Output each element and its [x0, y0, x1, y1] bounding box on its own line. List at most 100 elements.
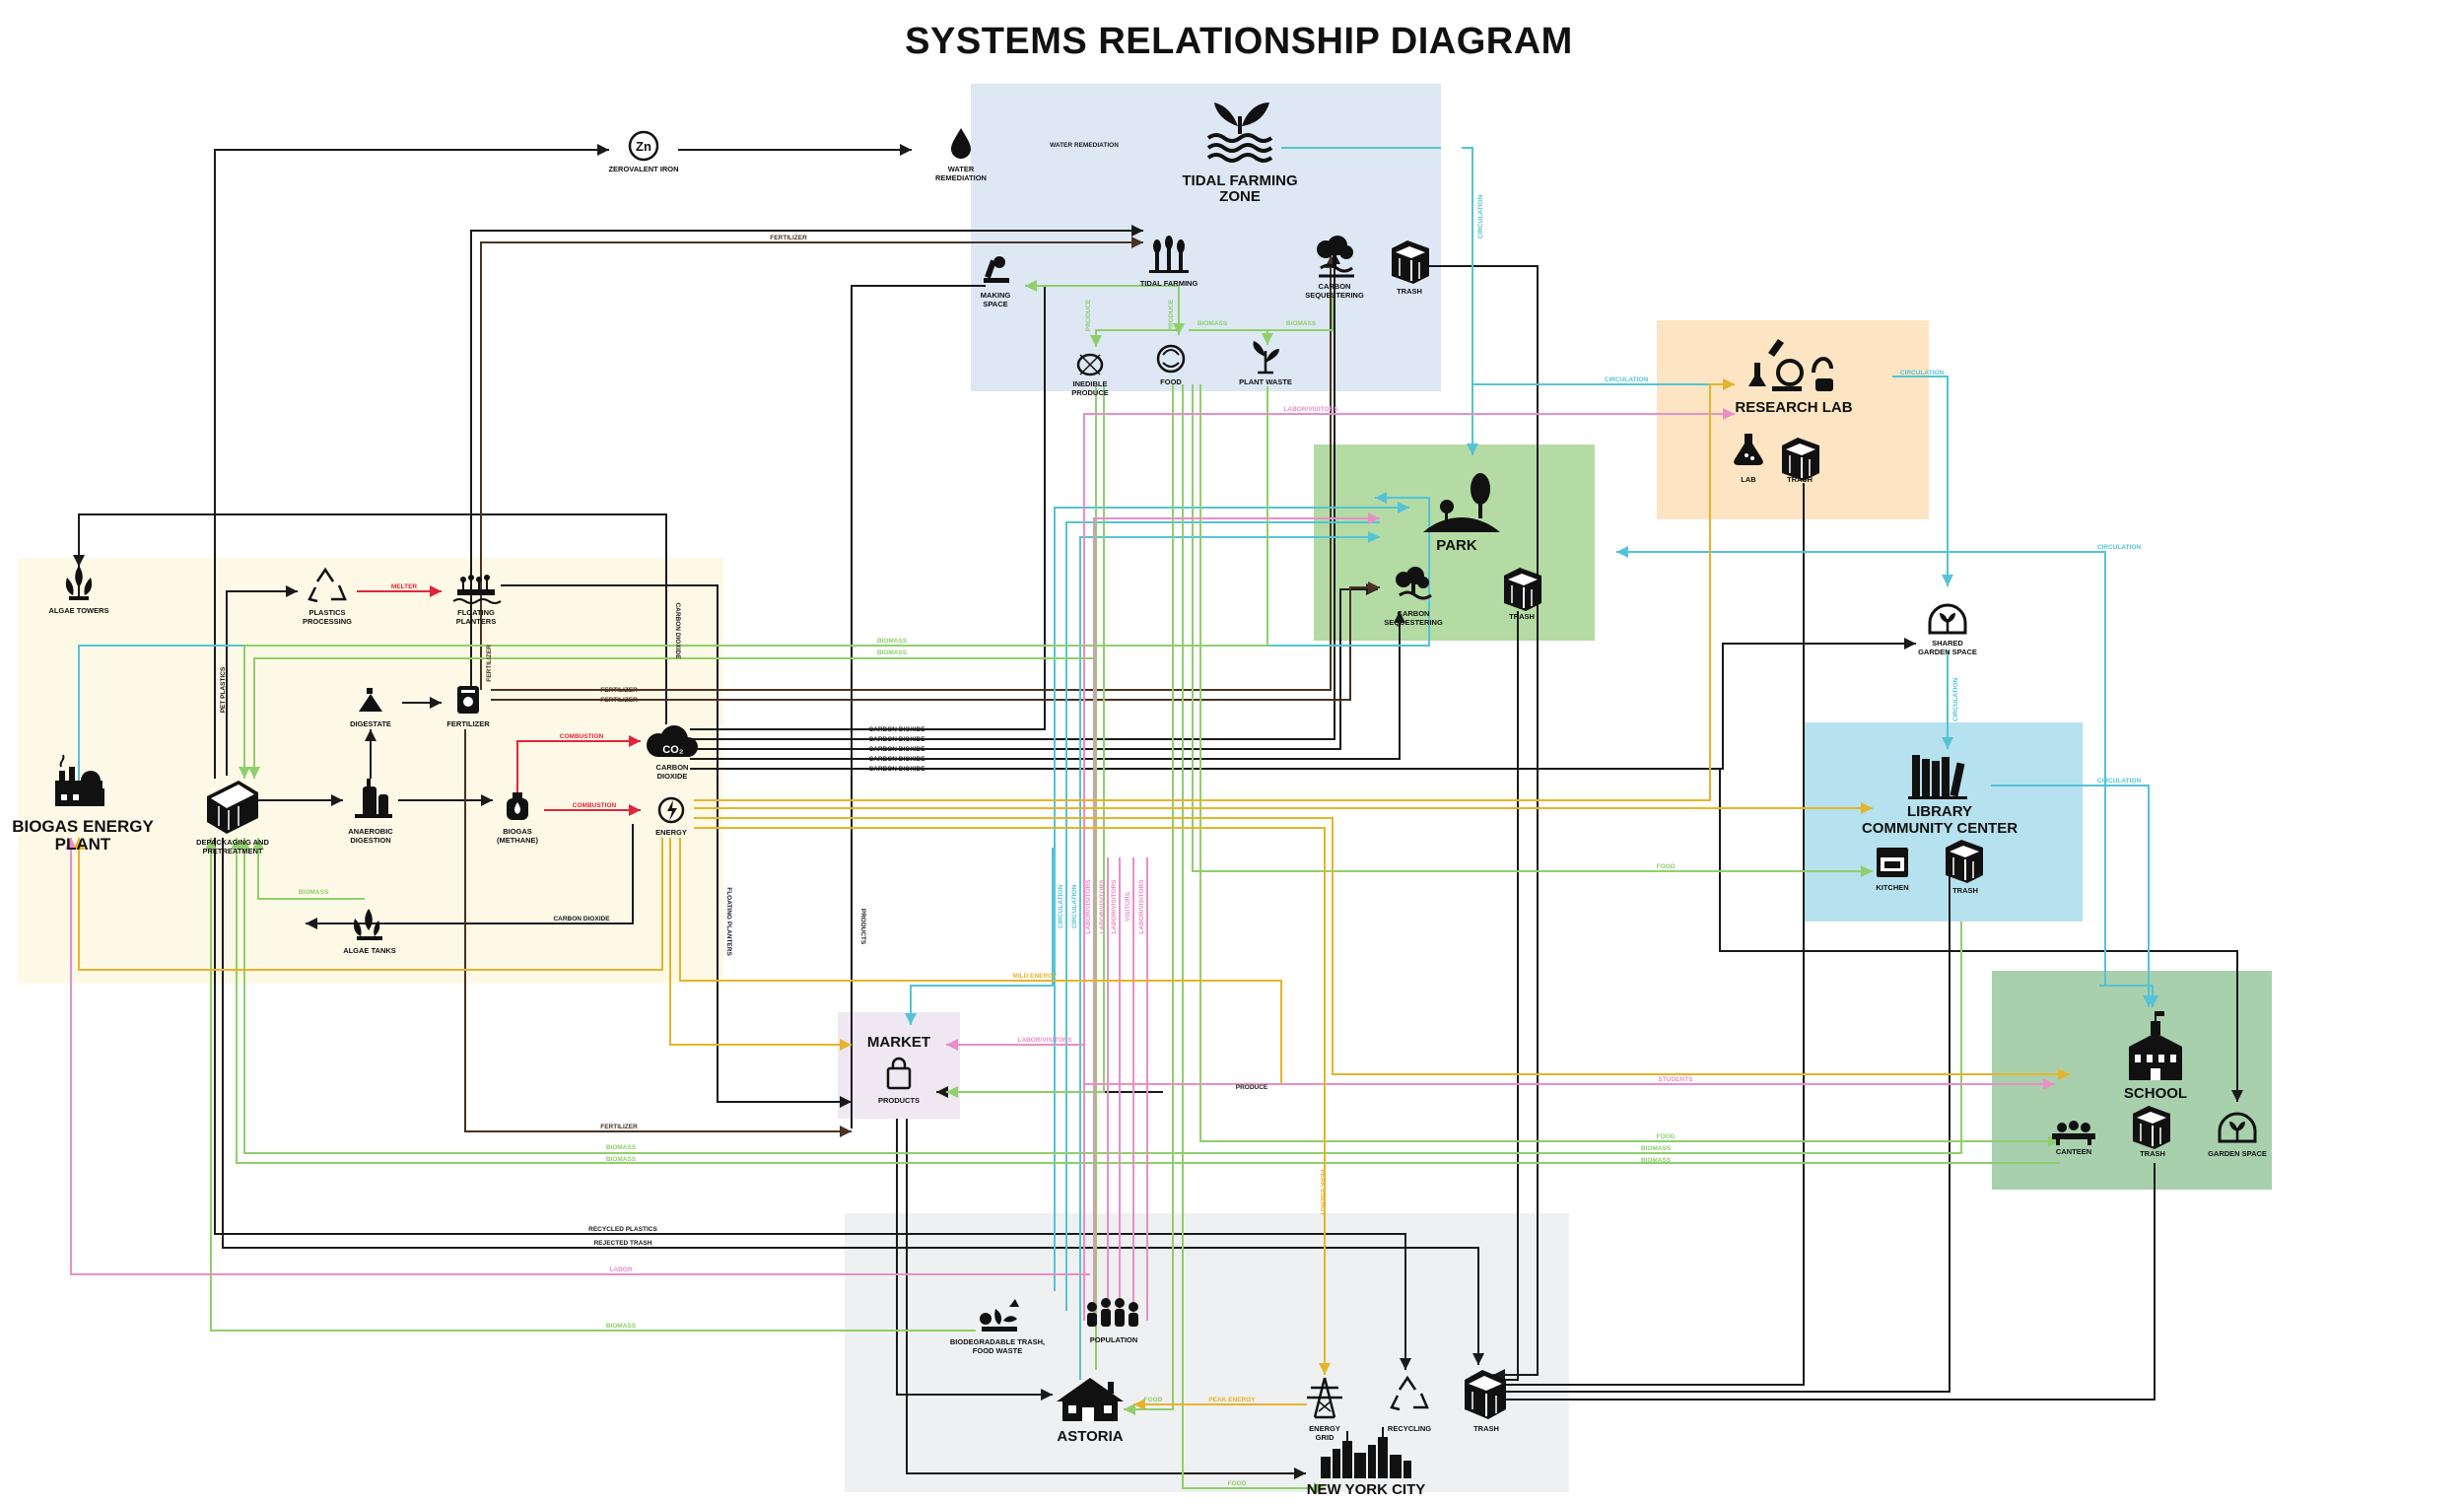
canteen-icon — [2052, 1121, 2095, 1145]
trash-bin-icon — [1465, 1370, 1506, 1419]
edge-label-products: PRODUCTS — [859, 909, 866, 945]
floating-planters-label-2: PLANTERS — [456, 617, 496, 626]
zone-library-bg — [1803, 722, 2083, 922]
flow-algae-tanks-biomass — [252, 838, 365, 900]
edge-label-circulation-v1: CIRCULATION — [1477, 195, 1484, 239]
flow-biomass-school — [231, 838, 2060, 1164]
flow-labor-research — [1083, 408, 1735, 1321]
recycle-icon — [1390, 1375, 1429, 1411]
edge-label-biomass-9: BIOMASS — [606, 1323, 637, 1330]
edge-label-circulation-v3: CIRCULATION — [1058, 885, 1064, 929]
edge-label-labor-visitors-2: LABOR/VISITORS — [1017, 1037, 1072, 1044]
garden-space-label: GARDEN SPACE — [2208, 1149, 2267, 1158]
trash-tidal-label: TRASH — [1397, 287, 1422, 296]
flow-planters-to-tidal — [470, 225, 1143, 690]
edge-label-produce-v2: PRODUCE — [1168, 299, 1175, 331]
flow-co2-to-carbon-seq-park — [690, 611, 1405, 760]
node-tidal-farming: TIDAL FARMING — [1140, 236, 1198, 288]
zn-icon — [628, 130, 659, 162]
edge-label-circulation-3: CIRCULATION — [2097, 544, 2142, 551]
edge-label-recycled-plastics: RECYCLED PLASTICS — [588, 1226, 657, 1233]
flow-circ-library-school — [1991, 785, 2155, 1007]
compost-icon — [980, 1299, 1019, 1332]
edge-label-biomass-2: BIOMASS — [1286, 320, 1317, 327]
edge-label-biomass-tanks: BIOMASS — [299, 889, 329, 896]
edge-label-melter: MELTER — [391, 583, 418, 590]
node-park: PARK — [1423, 473, 1500, 554]
making-space-label-2: SPACE — [983, 300, 1007, 308]
inedible-label-1: INEDIBLE — [1072, 379, 1107, 388]
flow-circ-tidal-park — [1462, 147, 1478, 455]
flow-food-to-kitchen — [1192, 384, 1873, 877]
flow-combustion-co2 — [516, 735, 641, 794]
zone-astoria-bg — [845, 1213, 1569, 1492]
flow-energy-market — [669, 838, 852, 1051]
zone-research-bg — [1657, 320, 1929, 519]
zn-icon-text: Zn — [636, 139, 651, 154]
node-energy: ENERGY — [655, 796, 687, 837]
flow-biomass-2 — [248, 657, 1096, 779]
co2-label-2: DIOXIDE — [657, 772, 688, 781]
node-recycling: RECYCLING — [1388, 1375, 1431, 1433]
market-title: MARKET — [867, 1034, 930, 1051]
edge-label-labor-v3: LABOR/VISITORS — [1111, 879, 1118, 934]
node-food-tidal: FOOD — [1156, 344, 1186, 386]
node-anaerobic: ANAEROBIC DIGESTION — [348, 779, 393, 845]
edge-label-biomass-5: BIOMASS — [606, 1144, 637, 1151]
node-trash-park: TRASH — [1504, 568, 1541, 621]
flow-rejected-trash — [222, 838, 1484, 1365]
anaerobic-label-2: DIGESTION — [350, 836, 390, 845]
park-title: PARK — [1436, 537, 1477, 554]
energy-grid-label-1: ENERGY — [1309, 1424, 1340, 1433]
flow-biomass-to-carbonseq — [1267, 296, 1334, 331]
greenhouse-icon — [1928, 603, 1967, 635]
crop-icon — [1149, 236, 1189, 273]
machine-icon — [207, 781, 258, 834]
flow-trash-school-to-astoria — [1493, 1163, 2156, 1405]
trash-research-label: TRASH — [1787, 475, 1813, 484]
node-trash-research: TRASH — [1782, 438, 1819, 484]
edge-labels: WATER REMEDIATION FERTILIZER FERTILIZER … — [220, 142, 2141, 1487]
flow-visitors-park — [1093, 512, 1380, 1321]
edge-label-peak-energy-v: PEAK ENERGY — [1319, 1169, 1326, 1216]
fertilizer-bag-icon — [457, 686, 479, 714]
planter-icon — [452, 575, 502, 604]
node-depackaging: DEPACKAGING AND PRETREATMENT — [196, 781, 269, 855]
stove-icon — [1877, 848, 1908, 877]
biogas-title-1: BIOGAS ENERGY — [12, 817, 154, 836]
node-carbon-seq-park: CARBON SEQUESTERING — [1384, 567, 1443, 627]
school-building-icon — [2129, 1011, 2182, 1080]
co2-badge: CO₂ — [662, 744, 684, 756]
flow-circ-astoria-park-1 — [1054, 502, 1409, 1291]
edge-label-biomass-4: BIOMASS — [877, 649, 908, 656]
nodes: Zn ZEROVALENT IRON WATER REMEDIATION TID… — [12, 102, 2267, 1498]
edge-label-visitors-v: VISITORS — [1125, 891, 1131, 922]
biogas-title-2: PLANT — [55, 835, 111, 854]
biodegradable-label-1: BIODEGRADABLE TRASH, — [950, 1337, 1045, 1346]
flow-labor-biogas — [65, 838, 1090, 1275]
edge-label-labor: LABOR — [609, 1266, 632, 1273]
shared-garden-label-1: SHARED — [1932, 639, 1963, 648]
edge-label-food-canteen: FOOD — [1657, 1133, 1676, 1140]
flow-food-to-nyc — [1182, 384, 1326, 1494]
park-tree-icon — [1423, 473, 1500, 532]
kitchen-label: KITCHEN — [1876, 883, 1908, 892]
node-making-space: MAKING SPACE — [981, 256, 1010, 308]
flow-fertilizer-to-tidal — [480, 237, 1143, 690]
node-kitchen: KITCHEN — [1876, 848, 1909, 892]
tidal-farming-label: TIDAL FARMING — [1140, 279, 1198, 288]
edge-label-biomass-7: BIOMASS — [1641, 1145, 1672, 1152]
carbon-seq-park-label-1: CARBON — [1398, 609, 1430, 618]
factory-icon — [55, 754, 104, 806]
node-inedible-produce: INEDIBLE PRODUCE — [1071, 353, 1109, 397]
people-icon — [1087, 1298, 1138, 1327]
flow-market-to-astoria — [896, 1119, 1053, 1401]
edge-label-co2-1: CARBON DIOXIDE — [868, 726, 925, 733]
flow-mild-energy — [679, 838, 1282, 1084]
edge-label-food-nyc: FOOD — [1228, 1480, 1247, 1487]
lightning-icon — [657, 796, 685, 824]
edge-label-fertilizer-vertical: FERTILIZER — [486, 645, 493, 682]
flow-trash-research-to-astoria — [1493, 483, 1805, 1391]
edge-label-pet-plastics: PET PLASTICS — [220, 666, 227, 713]
inedible-label-2: PRODUCE — [1071, 388, 1109, 397]
